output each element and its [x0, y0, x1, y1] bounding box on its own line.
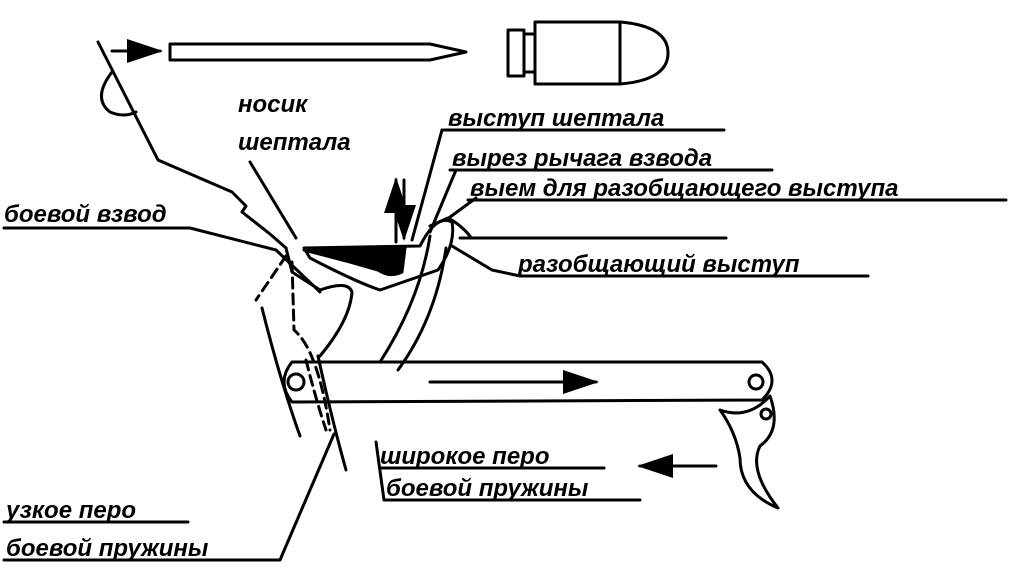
leader-razobsh — [450, 244, 870, 278]
leader-uzkoe — [2, 432, 336, 562]
label-nosik-1: носик — [238, 91, 309, 118]
leader-viem — [444, 196, 478, 222]
mainspring-wide — [316, 354, 348, 472]
label-vystup-sheptala: выступ шептала — [448, 105, 664, 132]
trigger-bar — [282, 360, 774, 404]
label-vyrez-rychaga: вырез рычага взвода — [452, 145, 712, 172]
label-nosik-2: шептала — [238, 129, 351, 156]
trigger-bar-left-pin — [286, 372, 306, 392]
hammer-outline — [96, 40, 288, 250]
leader-boevoy — [2, 226, 322, 294]
label-razobshchayushchiy: разобщающий выступ — [517, 251, 800, 278]
label-shirokoe-1: широкое перо — [380, 443, 550, 470]
cocking-lever-arm — [378, 234, 448, 372]
cartridge — [506, 20, 670, 86]
label-boevoy-vzvod: боевой взвод — [4, 201, 167, 228]
leader-vyrez — [428, 168, 458, 234]
trigger-pin — [759, 407, 773, 421]
sear-fill — [302, 246, 407, 277]
leader-shirokoe — [374, 440, 642, 502]
spring-dashed-2 — [304, 358, 328, 432]
leader-vystup — [410, 128, 444, 242]
trigger — [718, 394, 780, 510]
label-uzkoe-1: узкое перо — [5, 497, 136, 524]
label-uzkoe-2: боевой пружины — [6, 535, 209, 562]
mainspring-narrow — [260, 306, 302, 438]
mainspring-wide-dashed — [254, 254, 332, 432]
hammer-spur — [100, 70, 138, 117]
trigger-bar-right-pin — [747, 373, 765, 391]
leader-nosik — [248, 160, 298, 240]
label-shirokoe-2: боевой пружины — [386, 475, 589, 502]
firing-pin — [168, 42, 468, 62]
hammer-lower — [284, 246, 354, 358]
label-viem: выем для разобщающего выступа — [470, 175, 899, 202]
